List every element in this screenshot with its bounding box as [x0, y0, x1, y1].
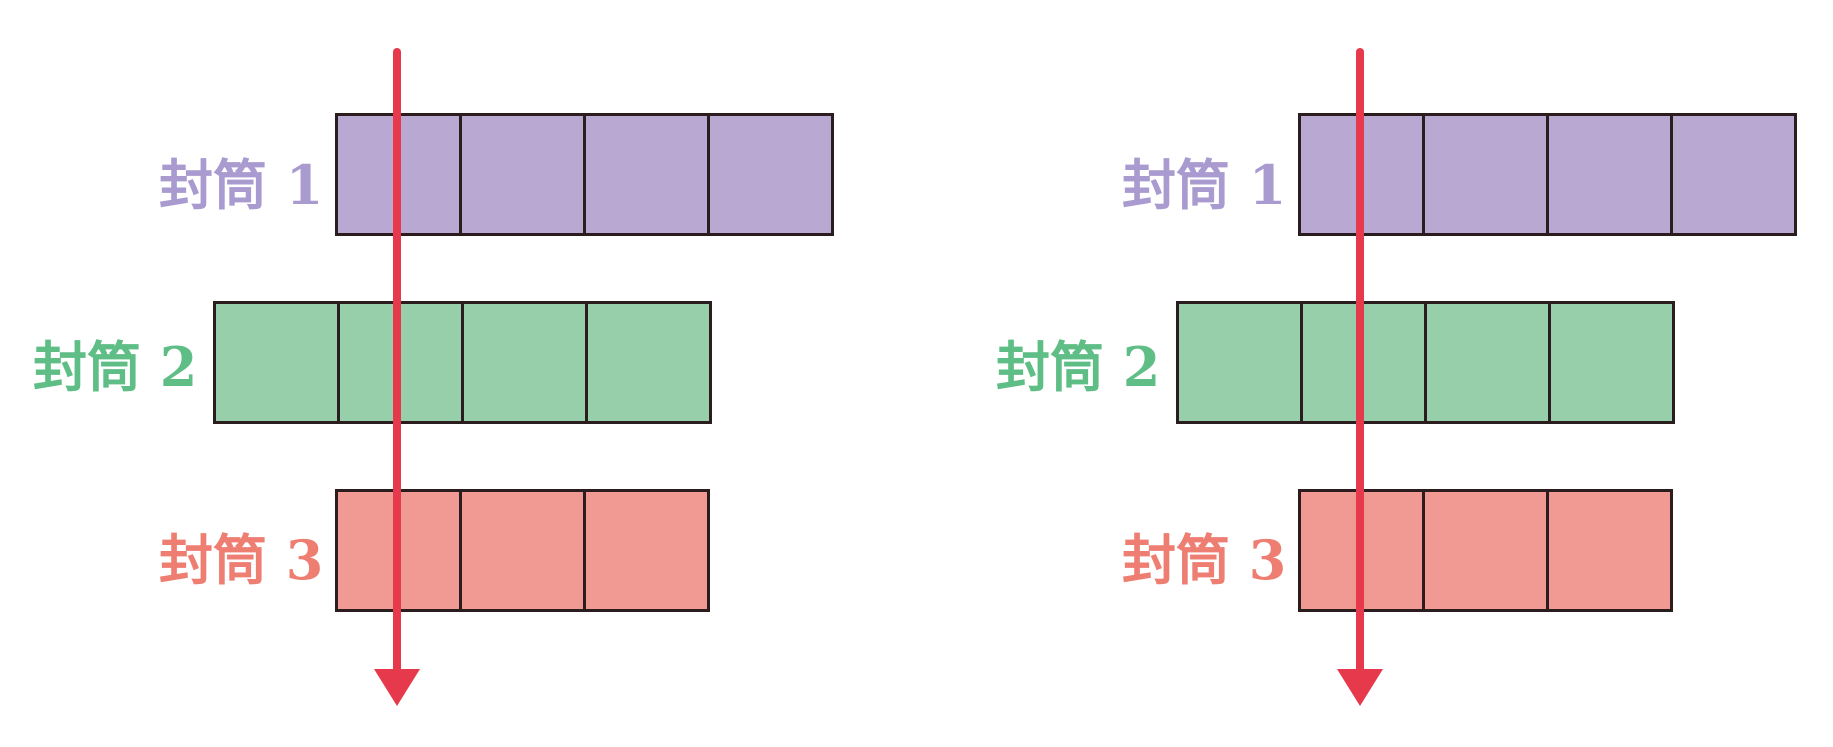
envelope-3-label: 封筒 3	[159, 528, 324, 592]
envelope-2-cell	[1427, 301, 1551, 424]
envelope-2-cell	[464, 301, 588, 424]
envelope-2-cell	[1303, 301, 1427, 424]
envelope-2-cell	[340, 301, 464, 424]
envelope-2-label: 封筒 2	[33, 335, 198, 399]
envelope-1-cell	[335, 113, 462, 236]
envelope-2-bar	[213, 301, 712, 424]
envelope-1-cell	[462, 113, 586, 236]
envelope-3-cell	[1298, 489, 1425, 612]
envelope-2-label: 封筒 2	[996, 335, 1161, 399]
envelope-1-cell	[710, 113, 834, 236]
envelope-3-cell	[586, 489, 710, 612]
envelope-3-bar	[335, 489, 710, 612]
envelope-1-cell	[1298, 113, 1425, 236]
envelope-1-bar	[335, 113, 834, 236]
envelope-3-cell	[335, 489, 462, 612]
envelope-3-cell	[1549, 489, 1673, 612]
envelope-1-cell	[1673, 113, 1797, 236]
envelope-1-bar	[1298, 113, 1797, 236]
envelope-1-cell	[1549, 113, 1673, 236]
envelope-1-label: 封筒 1	[1122, 153, 1287, 217]
envelope-2-cell	[213, 301, 340, 424]
envelope-3-cell	[462, 489, 586, 612]
envelope-2-bar	[1176, 301, 1675, 424]
envelope-3-label: 封筒 3	[1122, 528, 1287, 592]
diagram-panel-right: 封筒 1 封筒 2 封筒 3	[963, 0, 1833, 747]
envelope-2-cell	[1176, 301, 1303, 424]
diagram-panel-left: 封筒 1 封筒 2 封筒 3	[33, 48, 834, 706]
envelope-2-cell	[1551, 301, 1675, 424]
envelope-1-cell	[1425, 113, 1549, 236]
envelope-1-label: 封筒 1	[159, 153, 324, 217]
envelope-2-cell	[588, 301, 712, 424]
envelope-1-cell	[586, 113, 710, 236]
envelope-3-bar	[1298, 489, 1673, 612]
envelope-3-cell	[1425, 489, 1549, 612]
